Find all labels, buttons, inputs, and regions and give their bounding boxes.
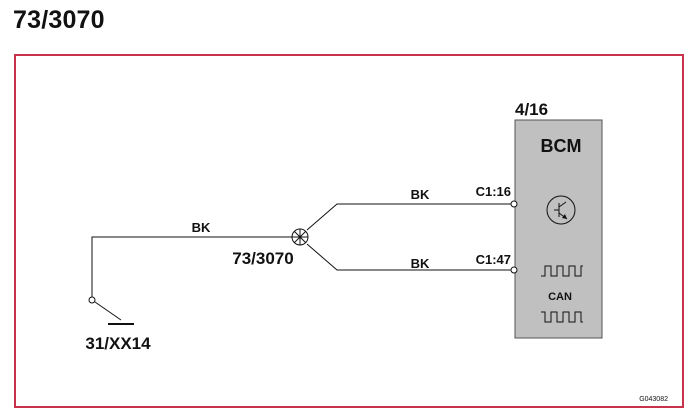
can-high-waveform-icon <box>541 265 583 277</box>
ground-stub <box>94 301 122 321</box>
wire-color-lower: BK <box>411 256 430 271</box>
wire-network <box>91 203 512 325</box>
pin-label-lower: C1:47 <box>476 252 511 267</box>
bcm-module[interactable] <box>514 119 603 339</box>
module-id-label: 4/16 <box>515 100 548 119</box>
wire-color-upper: BK <box>411 187 430 202</box>
pin-c1-16[interactable] <box>510 200 518 208</box>
pin-label-upper: C1:16 <box>476 184 511 199</box>
splice-icon[interactable] <box>291 228 309 246</box>
transistor-icon <box>546 195 576 225</box>
can-label: CAN <box>548 291 572 303</box>
figure-code: G043082 <box>639 396 668 403</box>
wire-color-ground: BK <box>192 220 211 235</box>
ground-label: 31/XX14 <box>85 334 151 353</box>
can-low-waveform-icon <box>541 311 583 323</box>
pin-c1-47[interactable] <box>510 266 518 274</box>
splice-label: 73/3070 <box>232 249 293 268</box>
wire-lower <box>306 243 512 271</box>
module-name-label: BCM <box>541 136 582 156</box>
ground-terminal[interactable] <box>88 296 96 304</box>
wire-ground <box>91 236 293 298</box>
wire-upper <box>306 203 512 231</box>
diagram-frame <box>14 54 684 408</box>
page-title: 73/3070 <box>13 6 105 34</box>
